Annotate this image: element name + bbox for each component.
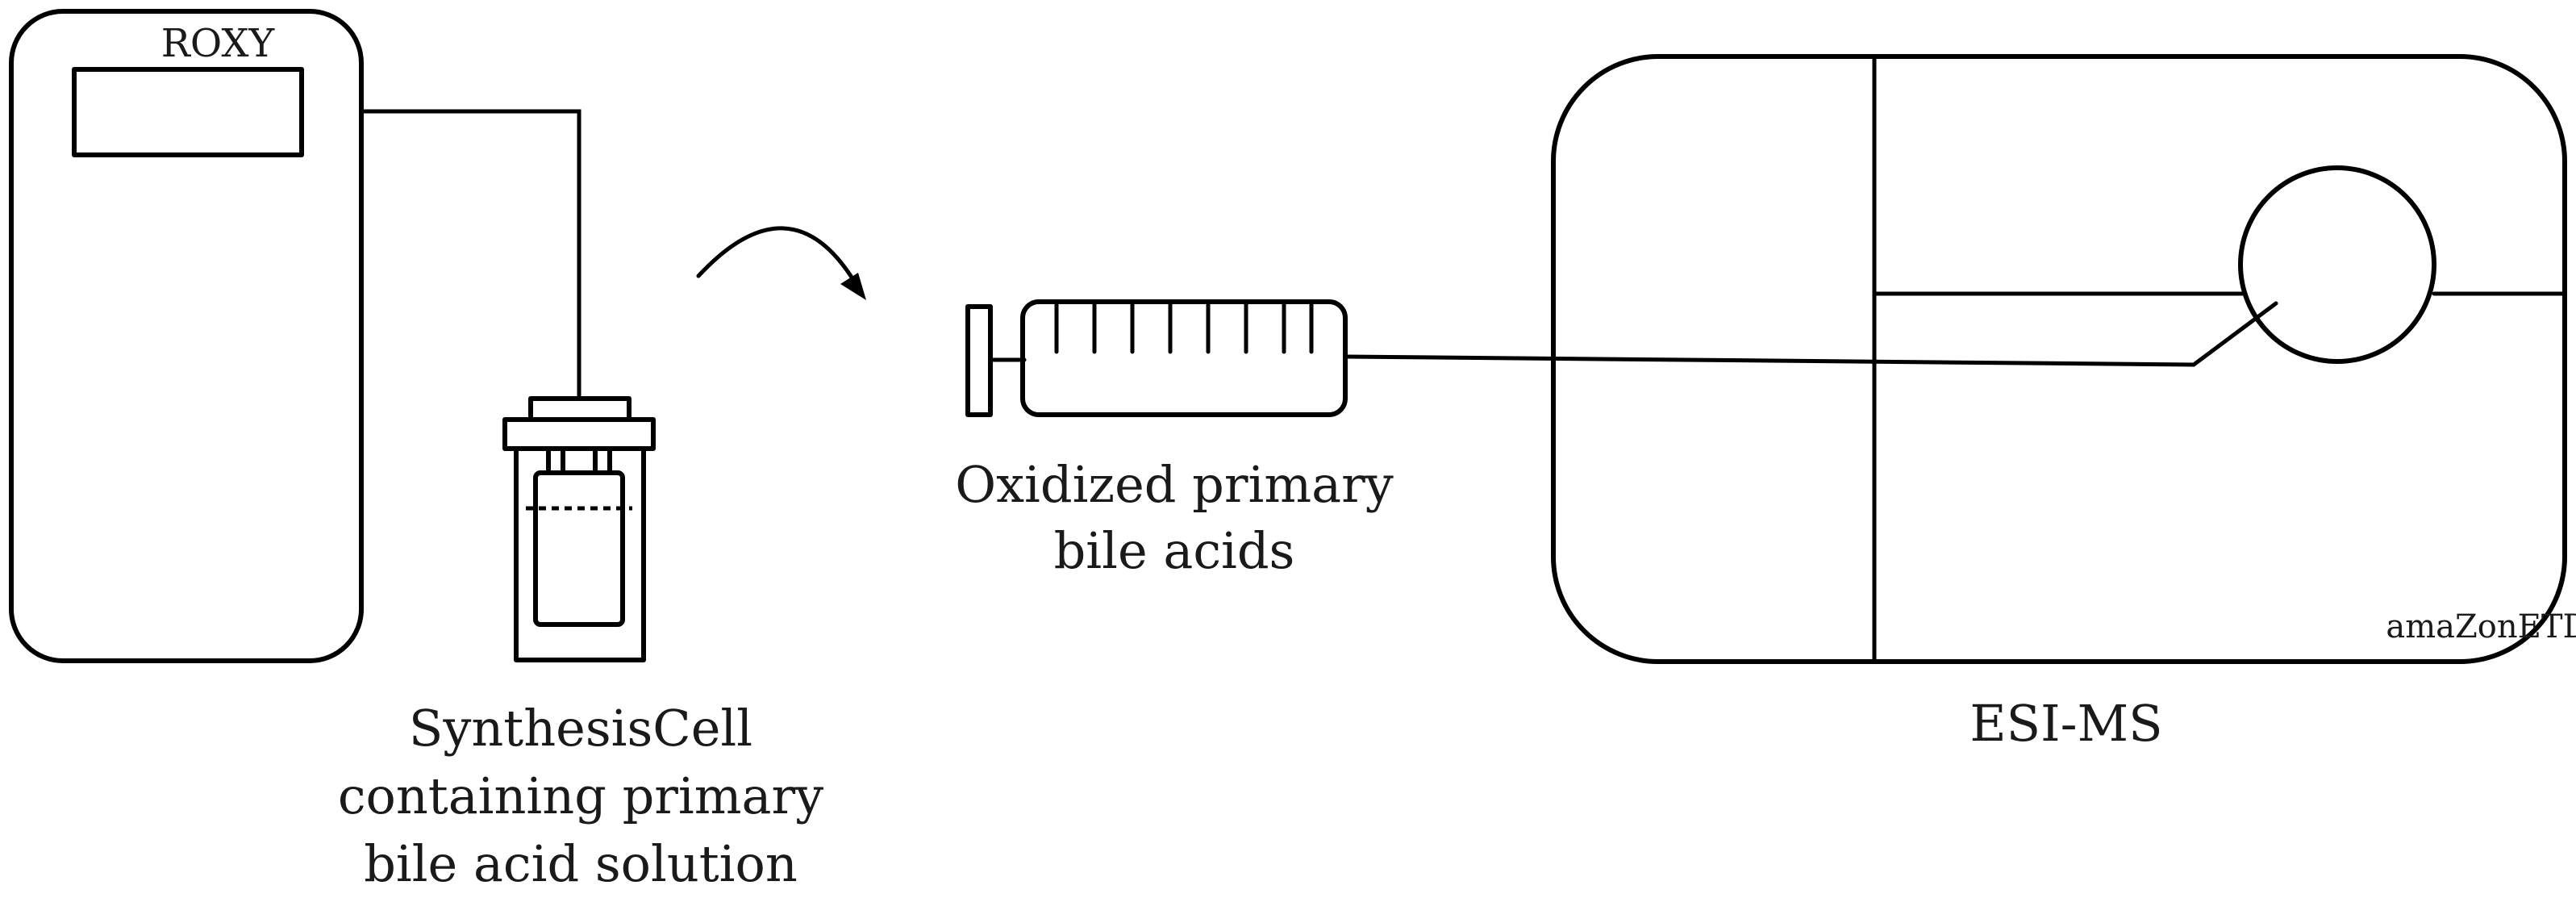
- syringe-graduations: [1054, 299, 1314, 354]
- roxy-display: [72, 67, 304, 157]
- ion-source-circle: [2238, 165, 2436, 364]
- synthesis-cell-caption: SynthesisCell containing primary bile ac…: [338, 699, 823, 893]
- roxy-body: [9, 9, 364, 663]
- syringe-caption-line2: bile acids: [1054, 521, 1295, 580]
- esi-ms-instrument: amaZonETD: [1551, 54, 2576, 664]
- cell-vial: [533, 470, 625, 627]
- roxy-potentiostat: ROXY: [9, 9, 364, 663]
- cell-lid: [502, 417, 656, 451]
- synthesis-cell-caption-line1: SynthesisCell: [409, 699, 752, 758]
- esi-ms-body: [1551, 54, 2567, 664]
- syringe-plunger-head: [965, 304, 993, 417]
- syringe: [965, 299, 1348, 417]
- esi-ms-caption: ESI-MS: [1970, 694, 2162, 753]
- cell-holder: [514, 446, 646, 662]
- instrument-model-label: amaZonETD: [2386, 608, 2576, 645]
- transfer-arrowhead: [840, 273, 866, 300]
- cell-connector-left: [546, 446, 565, 475]
- cell-cap: [528, 396, 631, 422]
- transfer-arrow-curve: [696, 226, 857, 285]
- synthesis-cell: [502, 396, 656, 662]
- capillary-line: [1343, 301, 2278, 367]
- transfer-arrow: [696, 226, 866, 300]
- roxy-cable: [359, 109, 581, 401]
- synthesis-cell-caption-line3: bile acid solution: [364, 834, 798, 893]
- syringe-caption: Oxidized primary bile acids: [955, 455, 1393, 580]
- roxy-label: ROXY: [161, 21, 276, 66]
- syringe-caption-line1: Oxidized primary: [955, 455, 1393, 514]
- synthesis-cell-caption-line2: containing primary: [338, 766, 823, 825]
- syringe-barrel: [1020, 299, 1348, 417]
- cell-connector-right: [593, 446, 612, 475]
